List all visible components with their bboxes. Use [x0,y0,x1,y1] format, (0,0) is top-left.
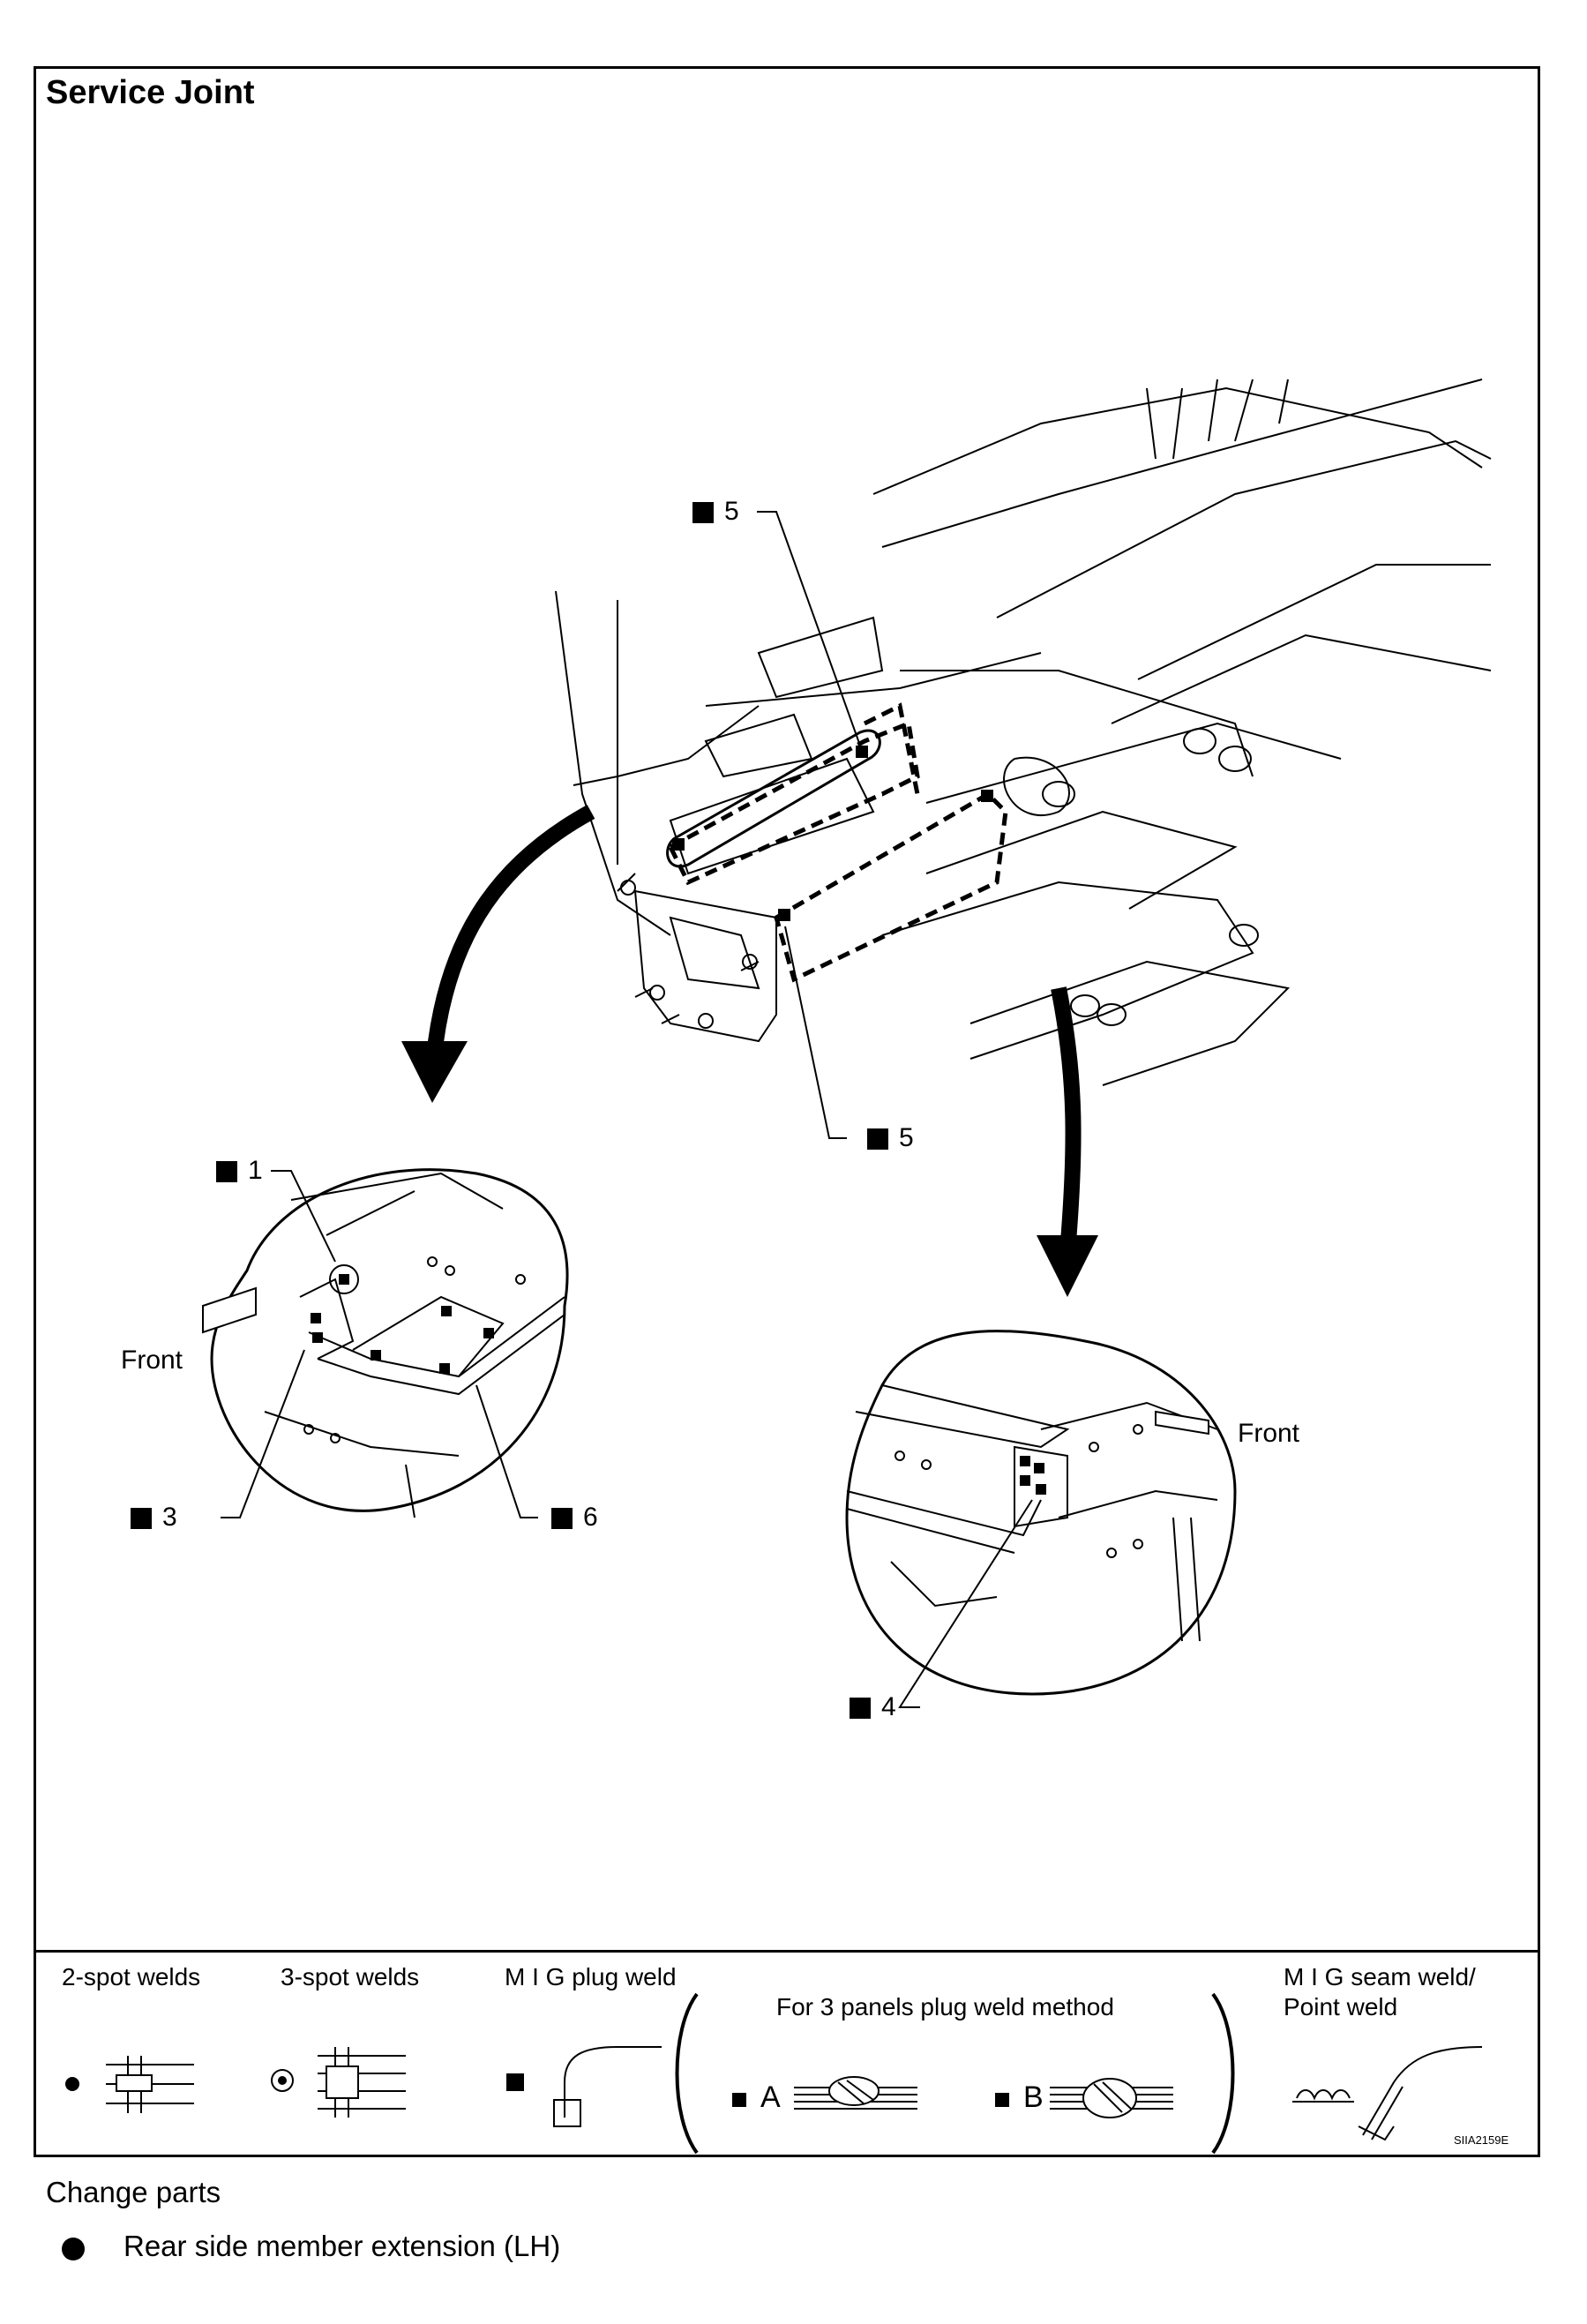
three-spot-circle [271,2069,294,2092]
arrow-left-curve [424,805,595,1077]
bracket-left [675,1992,699,2155]
figure-code: SIIA2159E [1454,2133,1509,2147]
change-parts-heading: Change parts [46,2176,221,2208]
weld-markers [672,746,993,921]
mig-plug-icon [564,2046,662,2118]
bracket-right [1211,1992,1235,2155]
legend-mig-seam-1: M I G seam weld/ [1284,1963,1476,1990]
method-b-icon [1050,2078,1173,2118]
mig-plug-square [506,2073,524,2091]
legend-symbols [65,1992,1483,2155]
vehicle-body-drawing [555,379,1492,1086]
front-arrow-right [1155,1410,1209,1436]
legend-method-a: A [760,2080,781,2114]
legend-divider [34,1950,1540,1953]
front-arrow-left [202,1286,257,1334]
callout-5-top: 5 [692,497,739,527]
legend-mig-plug: M I G plug weld [505,1963,677,1990]
callout-6: 6 [551,1503,598,1533]
legend-two-spot: 2-spot welds [62,1963,201,1990]
leader-lines [221,511,1033,1708]
method-a-icon [794,2076,917,2110]
section-title: Service Joint [46,74,255,111]
arrow-right-head [1037,1235,1098,1297]
legend-method-b: B [1023,2080,1044,2114]
callout-1: 1 [216,1156,263,1186]
two-spot-dot [65,2077,79,2091]
method-a-square [732,2093,746,2107]
front-label-left: Front [121,1346,183,1375]
callout-5-bottom: 5 [867,1123,914,1153]
three-spot-icon [318,2047,406,2118]
arrow-right-curve [1051,986,1082,1254]
callout-4: 4 [850,1692,896,1722]
callout-3: 3 [131,1503,177,1533]
figure-frame [34,66,1540,2157]
legend-three-panels: For 3 panels plug weld method [776,1993,1114,2020]
mig-seam-icon [1292,2046,1483,2141]
change-part-item: Rear side member extension (LH) [124,2230,561,2262]
legend-three-spot: 3-spot welds [281,1963,420,1990]
detail-view-right [845,1329,1237,1696]
weld-area-outline [666,729,881,868]
two-spot-icon [106,2056,194,2113]
arrow-left-head [401,1041,468,1103]
bullet-icon [62,2238,85,2260]
extension-outline [667,702,1008,983]
front-label-right: Front [1238,1419,1300,1448]
method-b-square [995,2093,1009,2107]
detail-view-left [202,1168,569,1518]
legend-mig-seam-2: Point weld [1284,1993,1398,2020]
